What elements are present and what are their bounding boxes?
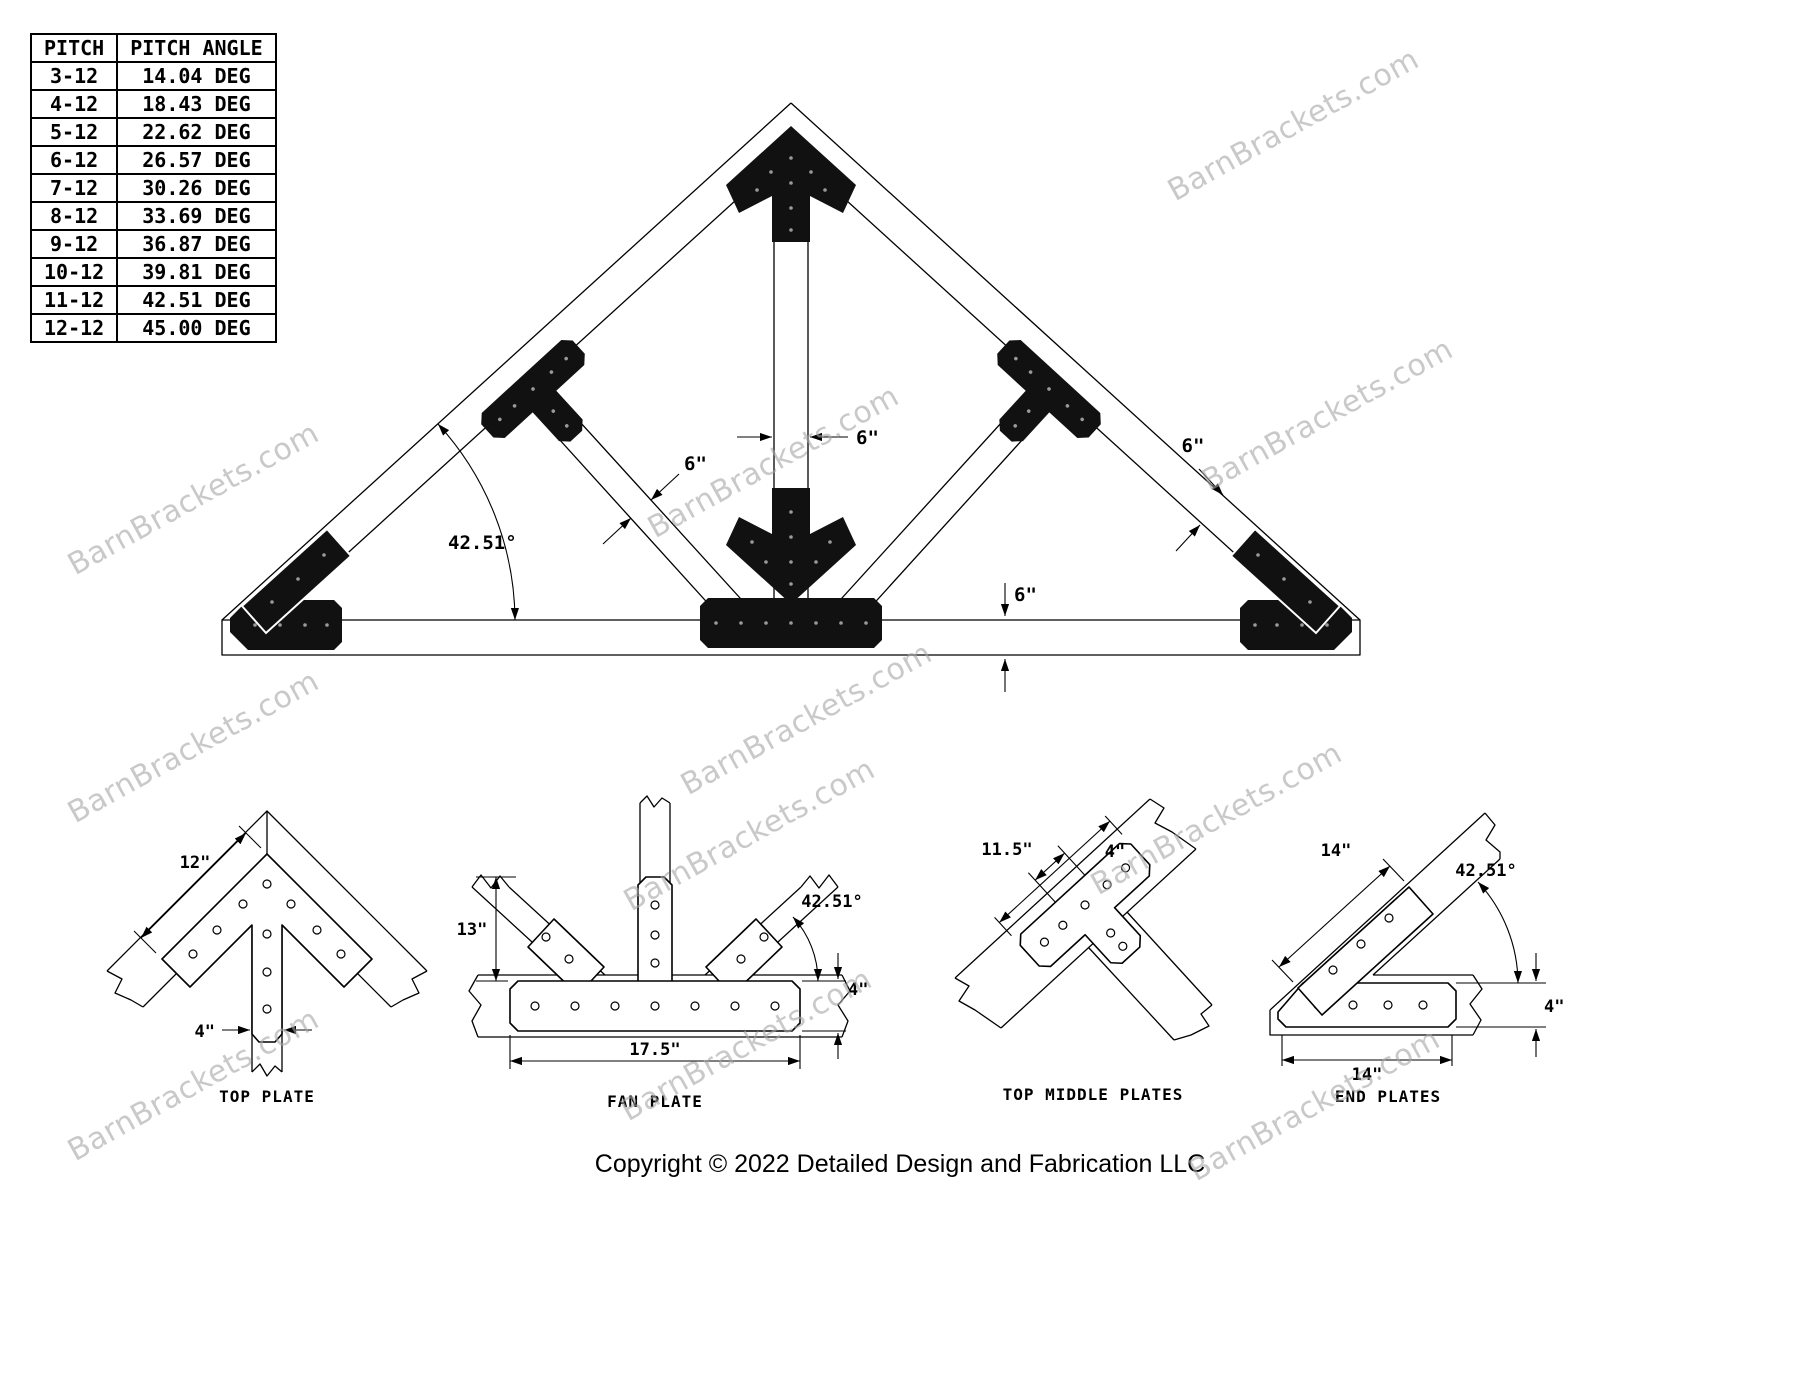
pitch-angle-arc (437, 423, 519, 621)
pitch-angle-label: 42.51° (448, 532, 517, 554)
top-middle-plates-detail-svg: 11.5" 4" TOP MIDDLE PLATES (954, 798, 1213, 1104)
end-plates-height-dim: 4" (1544, 997, 1564, 1017)
top-plate-title: TOP PLATE (219, 1087, 315, 1106)
top-middle-plates-title: TOP MIDDLE PLATES (1003, 1085, 1184, 1104)
end-plates-beams (1269, 812, 1501, 1036)
right-top-middle-bracket (997, 339, 1101, 442)
left-heel-bracket (230, 527, 353, 650)
strut-beam (1088, 911, 1213, 1041)
angle-cell: 22.62 DEG (116, 117, 277, 147)
fan-plate-angle-dim: 42.51° (801, 892, 862, 912)
end-plates-detail-svg: 14" 42.51° 4" 14" END PLATES (1269, 812, 1564, 1106)
top-plate-edge-dim: 12" (180, 853, 211, 873)
pitch-cell: 11-12 (29, 285, 119, 315)
table-header-row: PITCH PITCH ANGLE (29, 33, 277, 63)
top-plate-dimensions: 12" 4" (133, 825, 312, 1042)
pitch-cell: 9-12 (29, 229, 119, 259)
bottom-chord-height-label: 6" (1014, 584, 1037, 606)
pitch-cell: 4-12 (29, 89, 119, 119)
pitch-header: PITCH (29, 33, 119, 63)
apex-bracket-holes (755, 156, 827, 232)
pitch-cell: 10-12 (29, 257, 119, 287)
fan-plate-dimensions: 13" 17.5" 4" 42.51° (457, 876, 868, 1069)
angle-cell: 45.00 DEG (116, 313, 277, 343)
truss-dimensions: 6" 6" 6" 6" 42.51° (437, 423, 1224, 692)
kingpost-width-label: 6" (856, 427, 879, 449)
end-plates-bottom-dim: 14" (1352, 1065, 1383, 1085)
top-middle-plate (994, 815, 1151, 968)
angle-cell: 42.51 DEG (116, 285, 277, 315)
fan-plate-height-dim: 13" (457, 920, 488, 940)
angle-cell: 33.69 DEG (116, 201, 277, 231)
dim-line (1175, 524, 1201, 552)
dim-line (650, 473, 680, 501)
strut-width-label: 6" (684, 453, 707, 475)
end-plates-top-dim: 14" (1321, 841, 1352, 861)
top-middle-dimensions: 11.5" 4" (981, 840, 1125, 862)
end-plates-plate (1277, 886, 1457, 1028)
fan-plate-plate (509, 876, 801, 1032)
top-middle-stem-dim: 4" (1105, 842, 1125, 862)
left-top-middle-bracket (481, 339, 585, 442)
pitch-cell: 8-12 (29, 201, 119, 231)
truss-diagram-svg: 6" 6" 6" 6" 42.51° (221, 102, 1361, 692)
fan-plate-base-dim: 4" (848, 980, 868, 1000)
fan-plate-title: FAN PLATE (607, 1092, 703, 1111)
top-middle-length-dim: 11.5" (981, 840, 1032, 860)
bottom-beam (1269, 974, 1473, 1036)
angle-cell: 26.57 DEG (116, 145, 277, 175)
angle-cell: 14.04 DEG (116, 61, 277, 91)
right-heel-bracket (1229, 527, 1352, 650)
dim-line (602, 517, 632, 545)
pitch-angle-header: PITCH ANGLE (116, 33, 277, 63)
pitch-cell: 12-12 (29, 313, 119, 343)
left-top-chord-outer (221, 102, 792, 621)
angle-cell: 39.81 DEG (116, 257, 277, 287)
bottom-chord (221, 619, 1361, 656)
end-plates-dimensions: 14" 42.51° 4" 14" (1271, 841, 1564, 1085)
dim-line (1198, 468, 1224, 496)
angle-cell: 36.87 DEG (116, 229, 277, 259)
pitch-cell: 7-12 (29, 173, 119, 203)
truss-brackets (230, 126, 1352, 650)
top-plate-detail-svg: 12" 4" TOP PLATE (106, 810, 428, 1106)
angle-cell: 18.43 DEG (116, 89, 277, 119)
top-chord-width-label: 6" (1182, 435, 1205, 457)
top-plate-plate (161, 853, 373, 1043)
fan-bracket (700, 488, 882, 648)
fan-plate-width-dim: 17.5" (629, 1040, 680, 1060)
pitch-cell: 5-12 (29, 117, 119, 147)
pitch-cell: 3-12 (29, 61, 119, 91)
angle-cell: 30.26 DEG (116, 173, 277, 203)
pitch-cell: 6-12 (29, 145, 119, 175)
right-top-chord-outer (790, 102, 1361, 621)
fan-plate-detail-svg: 13" 17.5" 4" 42.51° FAN PLATE (457, 795, 868, 1111)
end-plates-angle-dim: 42.51° (1455, 861, 1516, 881)
top-plate-stem-dim: 4" (195, 1022, 215, 1042)
end-plates-title: END PLATES (1335, 1087, 1441, 1106)
copyright-text: Copyright © 2022 Detailed Design and Fab… (594, 1150, 1206, 1178)
